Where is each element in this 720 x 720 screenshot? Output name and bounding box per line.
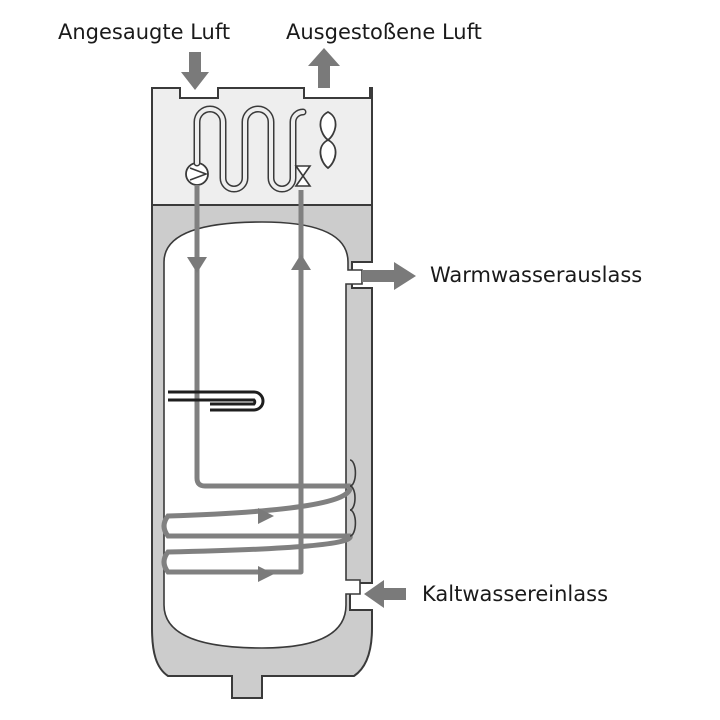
cold-water-inlet-label: Kaltwassereinlass [422,582,609,606]
coil-arrow-upper [258,508,274,524]
heat-pump-unit [151,87,373,206]
air-intake-arrow-icon [181,52,209,90]
cold-water-inlet-arrow-icon [364,580,406,608]
refrigerant-coil-core [195,107,305,191]
fan-icon [319,110,337,170]
air-exhaust-arrow-icon [308,48,340,88]
pipe-down-arrow [187,257,207,273]
expansion-valve-icon [294,165,312,187]
pipe-down [194,185,350,489]
pipe-up-arrow [291,254,311,270]
hot-water-outlet-arrow-icon [362,262,416,290]
hot-water-outlet-label: Warmwasserauslass [430,263,643,287]
coil-ring-lines [349,459,357,537]
electric-heater-element [168,390,265,412]
air-exhaust-label: Ausgestoßene Luft [286,20,482,44]
air-intake-label: Angesaugte Luft [58,20,231,44]
heat-exchanger-coil [161,483,353,575]
coil-arrow-lower [258,566,274,582]
tank-inner [163,221,363,649]
